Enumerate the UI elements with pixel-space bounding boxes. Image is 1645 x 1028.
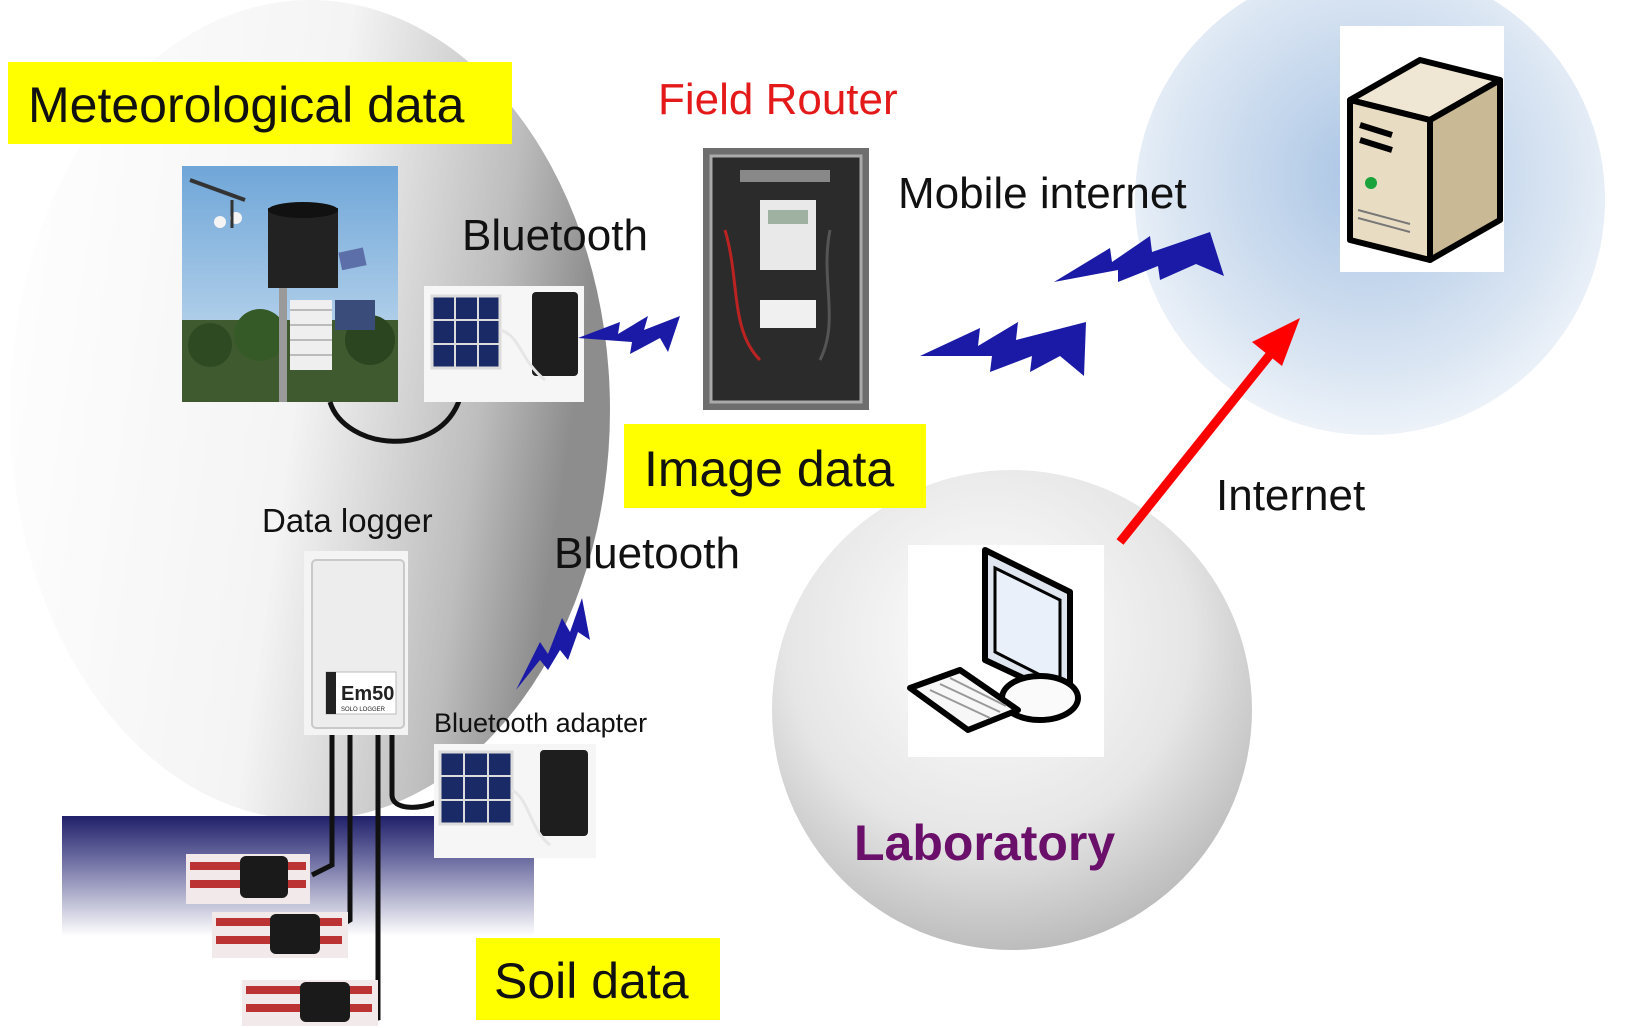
wireless-bolt-2	[920, 322, 1086, 376]
weather-station-photo	[182, 166, 398, 402]
solar-adapter-top-photo	[424, 286, 584, 402]
bluetooth-top-label: Bluetooth	[462, 211, 648, 260]
mobile-internet-label: Mobile internet	[898, 169, 1187, 218]
em50-data-logger-photo: Em50 SOLO LOGGER	[304, 551, 408, 735]
internet-arrow-line	[1116, 349, 1276, 545]
laboratory-label: Laboratory	[854, 815, 1116, 871]
soil-sensor-1	[186, 854, 310, 904]
field-router-photo	[703, 148, 869, 410]
soil-data-label: Soil data	[476, 938, 720, 1020]
solar-adapter-bottom-photo	[434, 744, 596, 858]
wireless-bolt-4	[516, 598, 590, 690]
meteorological-data-label: Meteorological data	[8, 62, 512, 144]
field-router-label: Field Router	[658, 75, 898, 124]
bluetooth-mid-label: Bluetooth	[554, 529, 740, 578]
field-area-ellipse	[10, 0, 610, 820]
soil-sensor-2	[212, 912, 348, 958]
wireless-bolt-3	[1054, 232, 1224, 282]
image-data-label: Image data	[624, 424, 926, 508]
server-tower-icon	[1340, 26, 1504, 272]
internet-arrow-head	[1252, 318, 1300, 366]
logger-model-text: Em50	[341, 683, 394, 705]
desktop-computer-icon	[907, 545, 1104, 757]
data-logger-label: Data logger	[262, 502, 433, 539]
logger-sub-text: SOLO LOGGER	[341, 707, 386, 713]
wireless-bolt-1	[578, 316, 680, 354]
internet-label: Internet	[1216, 471, 1366, 520]
bluetooth-adapter-label: Bluetooth adapter	[434, 708, 648, 738]
soil-sensor-3	[242, 980, 378, 1026]
station-cable	[327, 397, 463, 444]
